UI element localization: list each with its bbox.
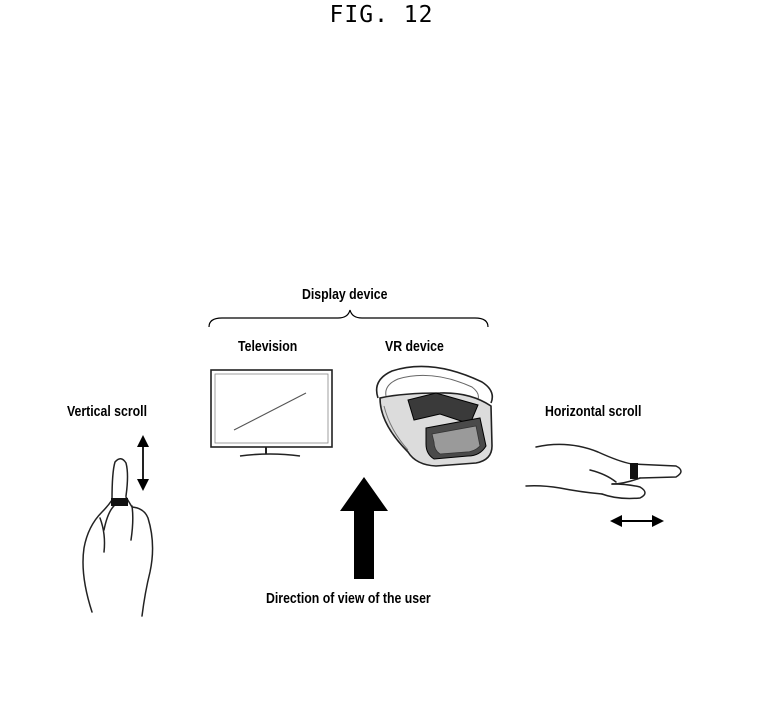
television-label: Television xyxy=(238,338,298,355)
arrow-down-icon xyxy=(137,479,149,491)
horizontal-scroll-label: Horizontal scroll xyxy=(545,403,642,420)
direction-of-view-label: Direction of view of the user xyxy=(266,590,431,607)
vr-headset-icon xyxy=(375,365,494,467)
horizontal-scroll-ring-icon xyxy=(630,463,638,479)
figure-title: FIG. 12 xyxy=(329,2,434,28)
horizontal-scroll-hand-icon xyxy=(525,443,682,500)
display-device-label: Display device xyxy=(302,286,388,303)
vertical-scroll-hand-icon xyxy=(82,441,154,617)
vertical-scroll-ring-icon xyxy=(111,498,128,506)
direction-of-view-arrow-icon xyxy=(340,477,388,579)
arrow-left-right-icon xyxy=(610,515,664,527)
vr-device-label: VR device xyxy=(385,338,444,355)
arrow-up-icon xyxy=(137,435,149,447)
display-device-brace xyxy=(208,309,489,328)
vertical-scroll-label: Vertical scroll xyxy=(67,403,148,420)
television-icon xyxy=(210,369,333,457)
